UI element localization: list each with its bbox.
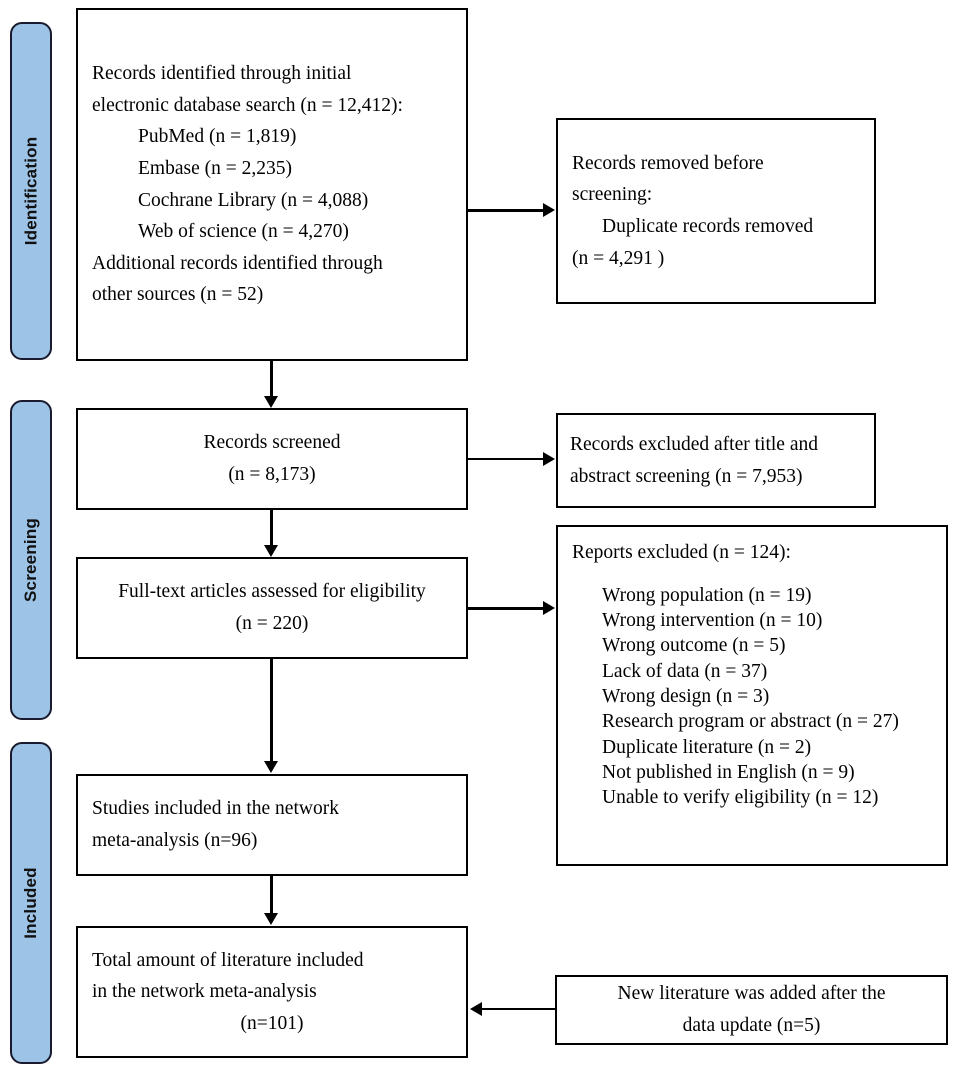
- reason-wrong-intervention: Wrong intervention (n = 10): [602, 609, 823, 631]
- records-identified-line-4: other sources (n = 52): [92, 284, 264, 306]
- reason-wrong-design: Wrong design (n = 3): [602, 685, 770, 707]
- box-records-excluded-title-abstract: Records excluded after title and abstrac…: [556, 413, 876, 508]
- reason-research-program-or-abstract: Research program or abstract (n = 27): [602, 711, 899, 733]
- box-reports-excluded: Reports excluded (n = 124): Wrong popula…: [556, 525, 948, 866]
- box-records-screened: Records screened (n = 8,173): [76, 408, 468, 510]
- records-removed-line-1: Records removed before: [572, 152, 764, 174]
- records-excluded-line-2: abstract screening (n = 7,953): [570, 465, 803, 487]
- reports-excluded-heading: Reports excluded (n = 124):: [572, 542, 791, 563]
- arrow-screened-to-fulltext: [264, 545, 278, 557]
- reason-duplicate-literature: Duplicate literature (n = 2): [602, 736, 812, 758]
- records-screened-label: Records screened: [203, 432, 341, 454]
- reason-wrong-population: Wrong population (n = 19): [602, 584, 812, 606]
- full-text-assessed-count: (n = 220): [235, 613, 309, 634]
- records-identified-line-1: Records identified through initial: [92, 63, 352, 85]
- source-cochrane-library: Cochrane Library (n = 4,088): [138, 189, 369, 211]
- connector-new-literature-to-total: [482, 1008, 557, 1010]
- connector-studies-to-total: [270, 876, 273, 916]
- records-identified-line-2: electronic database search (n = 12,412):: [92, 94, 403, 116]
- total-included-count: (n=101): [240, 1012, 304, 1034]
- box-records-identified: Records identified through initial elect…: [76, 8, 468, 361]
- arrow-new-literature-to-total: [470, 1002, 482, 1016]
- new-literature-line-2: data update (n=5): [682, 1015, 821, 1036]
- box-studies-included: Studies included in the network meta-ana…: [76, 774, 468, 876]
- connector-screened-to-excluded: [468, 458, 544, 460]
- new-literature-line-1: New literature was added after the: [617, 983, 886, 1005]
- connector-identified-to-removed: [468, 209, 544, 212]
- arrow-fulltext-to-studies-included: [264, 761, 278, 773]
- studies-included-line-2: meta-analysis (n=96): [92, 830, 258, 851]
- box-records-removed-before-screening: Records removed before screening: Duplic…: [556, 118, 876, 304]
- arrow-identified-to-screened: [264, 396, 278, 408]
- arrow-fulltext-to-reports-excluded: [543, 601, 555, 615]
- box-full-text-assessed: Full-text articles assessed for eligibil…: [76, 557, 468, 659]
- records-excluded-line-1: Records excluded after title and: [570, 433, 818, 455]
- stage-tab-identification: Identification: [10, 22, 52, 360]
- stage-tab-included-label: Included: [21, 867, 40, 939]
- arrow-studies-to-total: [264, 913, 278, 925]
- stage-tab-screening-label: Screening: [21, 518, 40, 602]
- stage-tab-screening: Screening: [10, 400, 52, 720]
- reports-excluded-spacer: [572, 569, 932, 583]
- connector-fulltext-to-studies-included: [270, 659, 273, 763]
- source-pubmed: PubMed (n = 1,819): [138, 126, 297, 148]
- records-identified-line-3: Additional records identified through: [92, 252, 383, 274]
- arrow-screened-to-excluded: [543, 452, 555, 466]
- source-web-of-science: Web of science (n = 4,270): [138, 221, 349, 243]
- records-removed-line-2: screening:: [572, 184, 653, 206]
- stage-tab-identification-label: Identification: [21, 136, 41, 246]
- total-included-line-2: in the network meta-analysis: [92, 981, 317, 1003]
- reason-unable-to-verify-eligibility: Unable to verify eligibility (n = 12): [602, 787, 879, 809]
- reason-wrong-outcome: Wrong outcome (n = 5): [602, 635, 786, 657]
- records-screened-count: (n = 8,173): [228, 464, 316, 485]
- stage-tab-included: Included: [10, 742, 52, 1064]
- connector-identified-to-screened: [270, 361, 273, 399]
- connector-fulltext-to-reports-excluded: [468, 607, 544, 610]
- full-text-assessed-label: Full-text articles assessed for eligibil…: [118, 581, 426, 603]
- reason-not-published-in-english: Not published in English (n = 9): [602, 761, 855, 783]
- duplicate-records-removed-count: (n = 4,291 ): [572, 247, 665, 269]
- source-embase: Embase (n = 2,235): [138, 157, 292, 179]
- box-new-literature-added: New literature was added after the data …: [555, 975, 948, 1045]
- total-included-line-1: Total amount of literature included: [92, 949, 364, 971]
- connector-screened-to-fulltext: [270, 510, 273, 548]
- reason-lack-of-data: Lack of data (n = 37): [602, 660, 768, 682]
- studies-included-line-1: Studies included in the network: [92, 798, 339, 820]
- box-total-literature-included: Total amount of literature included in t…: [76, 926, 468, 1058]
- duplicate-records-removed-label: Duplicate records removed: [602, 216, 814, 237]
- arrow-identified-to-removed: [543, 203, 555, 217]
